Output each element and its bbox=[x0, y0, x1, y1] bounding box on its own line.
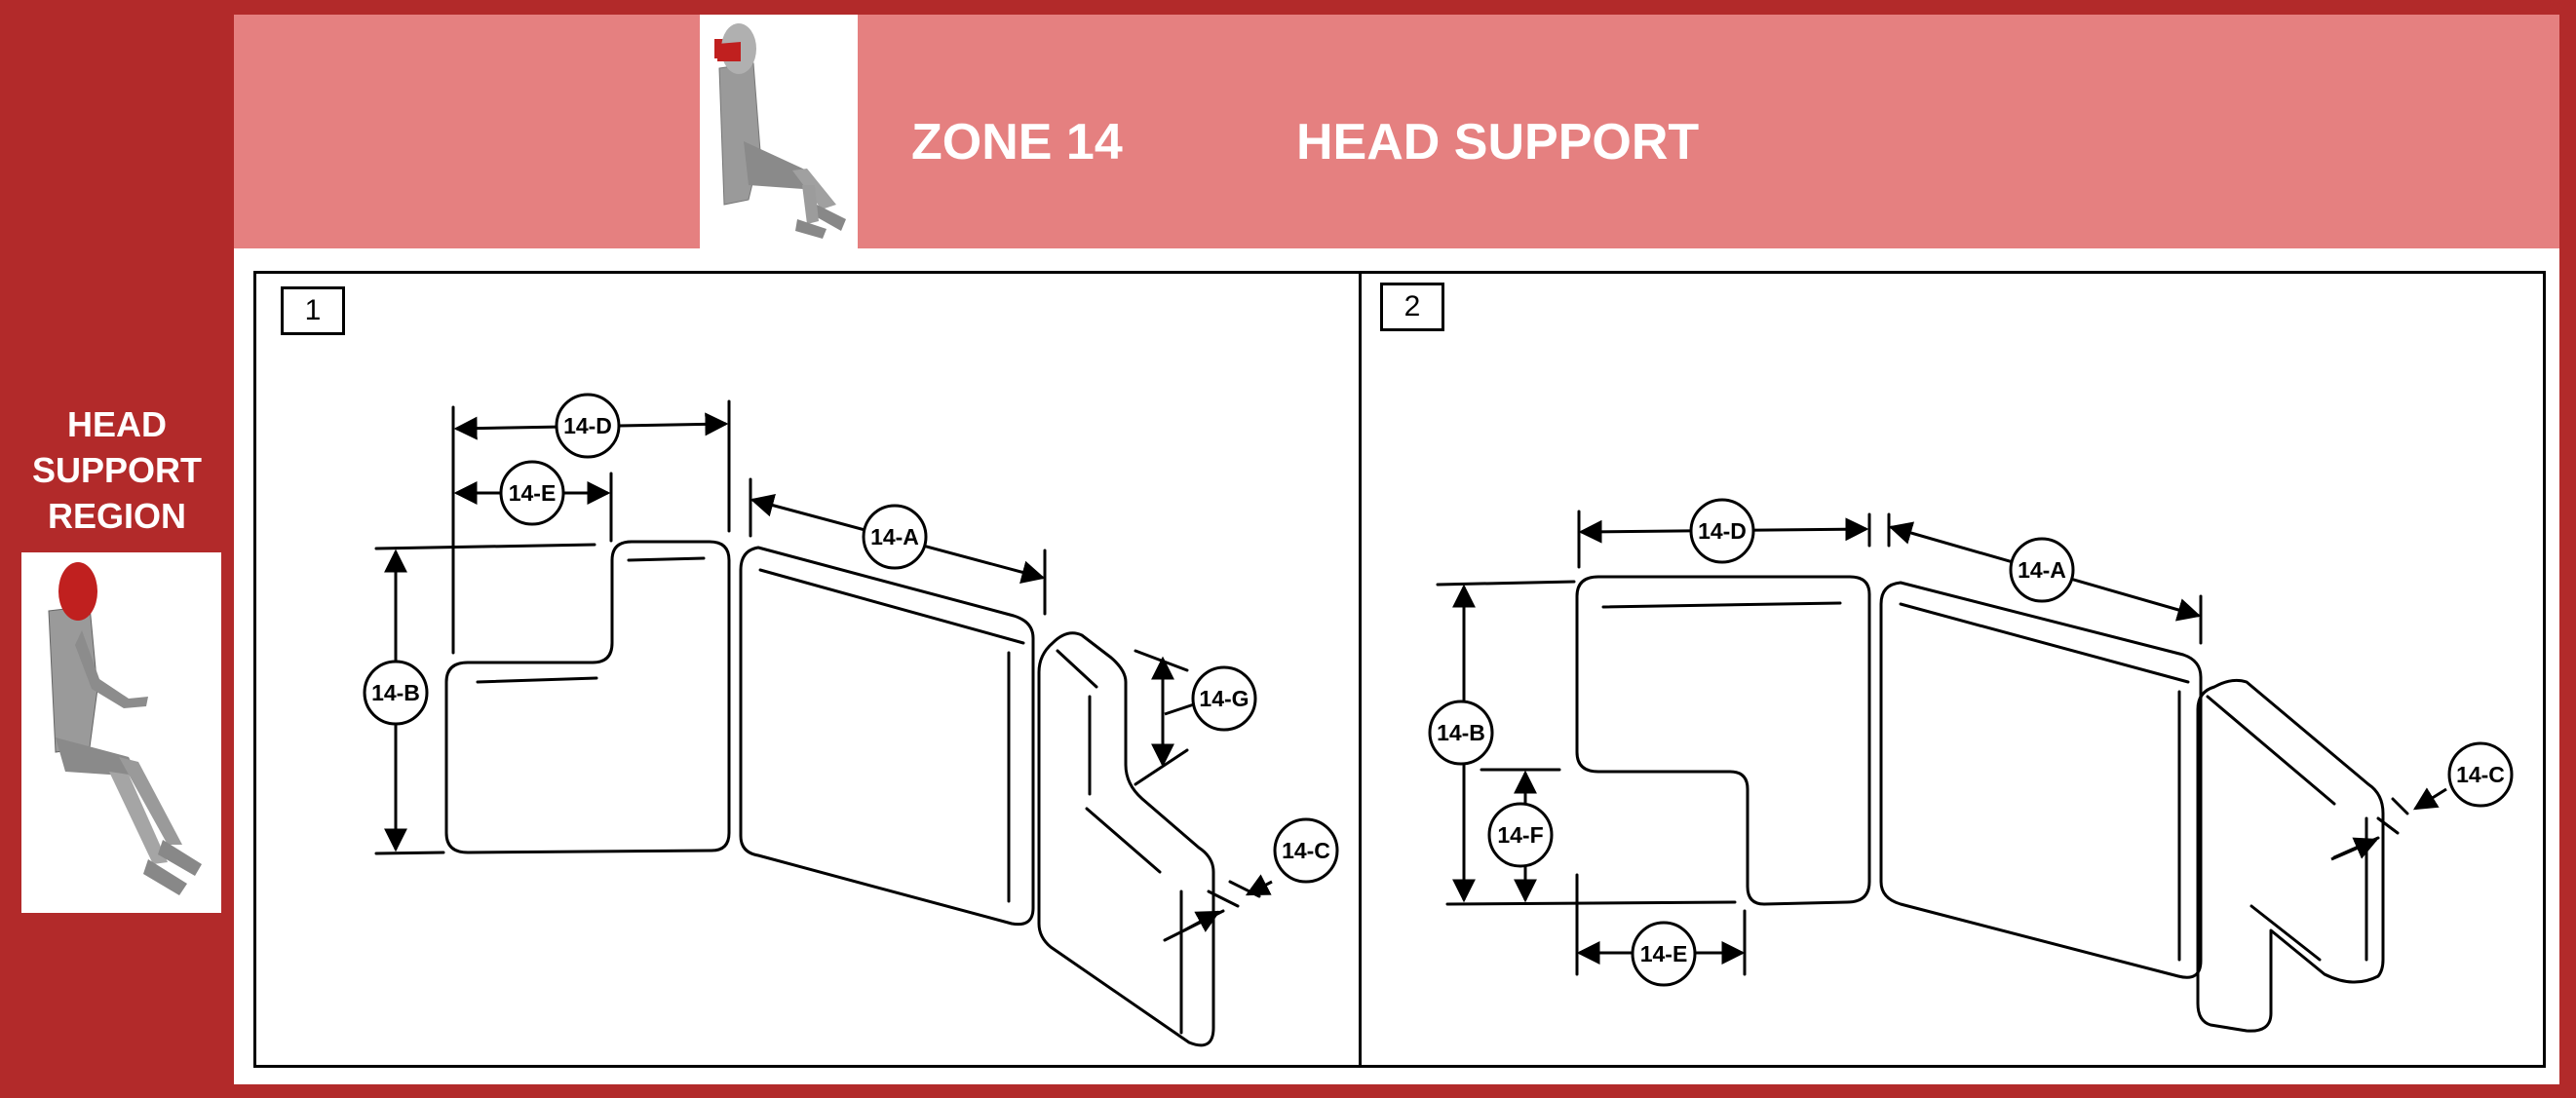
callout-14-a-p2 bbox=[2009, 537, 2075, 603]
p1-back-panel-outline bbox=[739, 546, 1035, 927]
panel-divider bbox=[1359, 271, 1362, 1068]
callout-14-a-p2-label: 14-A bbox=[2018, 557, 2066, 583]
diagram-panels-frame bbox=[253, 271, 2546, 1068]
callout-14-c-p1-label: 14-C bbox=[1282, 838, 1330, 863]
p1-right-wing-outline bbox=[1037, 631, 1215, 1047]
sidebar-title-line: HEAD bbox=[66, 404, 167, 444]
callout-14-b-p1 bbox=[363, 660, 429, 726]
callout-14-f-p2 bbox=[1487, 802, 1554, 868]
panel-2-number: 2 bbox=[1380, 283, 1444, 331]
frame-top-border bbox=[234, 0, 2576, 15]
callout-14-e-p2 bbox=[1631, 921, 1697, 987]
callout-14-f-p2-label: 14-F bbox=[1497, 822, 1543, 848]
callout-14-a-p1-label: 14-A bbox=[870, 524, 919, 549]
callout-14-a-p1 bbox=[862, 504, 928, 570]
callout-14-b-p2 bbox=[1428, 700, 1494, 766]
sidebar-title-line: REGION bbox=[47, 496, 186, 536]
frame-bottom-border bbox=[234, 1084, 2576, 1098]
callout-14-d-p1 bbox=[555, 393, 621, 459]
callout-14-d-p2 bbox=[1689, 498, 1755, 564]
zone-title: HEAD SUPPORT bbox=[1296, 114, 1700, 170]
frame-right-border bbox=[2559, 0, 2576, 1098]
seated-figure-image bbox=[21, 552, 221, 913]
p2-back-panel-outline bbox=[1879, 581, 2203, 979]
callout-14-e-p1-label: 14-E bbox=[509, 480, 557, 506]
callout-14-e-p2-label: 14-E bbox=[1640, 941, 1688, 966]
callout-14-d-p1-label: 14-D bbox=[563, 413, 612, 438]
callout-14-c-p2-label: 14-C bbox=[2456, 762, 2505, 787]
callout-14-g-p1 bbox=[1191, 665, 1257, 732]
sidebar-title: HEAD SUPPORT REGION bbox=[0, 401, 234, 539]
p2-side-wing-outline bbox=[1575, 575, 1871, 906]
header-figure-image bbox=[700, 15, 858, 263]
zone-label: ZONE 14 bbox=[911, 114, 1123, 170]
header-banner: ZONE 14 HEAD SUPPORT bbox=[234, 15, 2559, 263]
callout-14-b-p2-label: 14-B bbox=[1437, 720, 1485, 745]
p1-side-wing-outline bbox=[444, 540, 731, 854]
callout-14-g-p1-label: 14-G bbox=[1199, 686, 1249, 711]
p2-right-wing-outline bbox=[2196, 678, 2385, 1033]
sidebar-title-line: SUPPORT bbox=[31, 450, 203, 490]
panel-1-number: 1 bbox=[281, 286, 345, 335]
callout-14-d-p2-label: 14-D bbox=[1698, 518, 1747, 544]
callout-14-e-p1 bbox=[499, 460, 565, 526]
callout-14-c-p1 bbox=[1273, 817, 1339, 884]
sidebar: HEAD SUPPORT REGION bbox=[0, 0, 234, 1098]
callout-14-c-p2 bbox=[2447, 741, 2514, 808]
callout-14-b-p1-label: 14-B bbox=[371, 680, 420, 705]
